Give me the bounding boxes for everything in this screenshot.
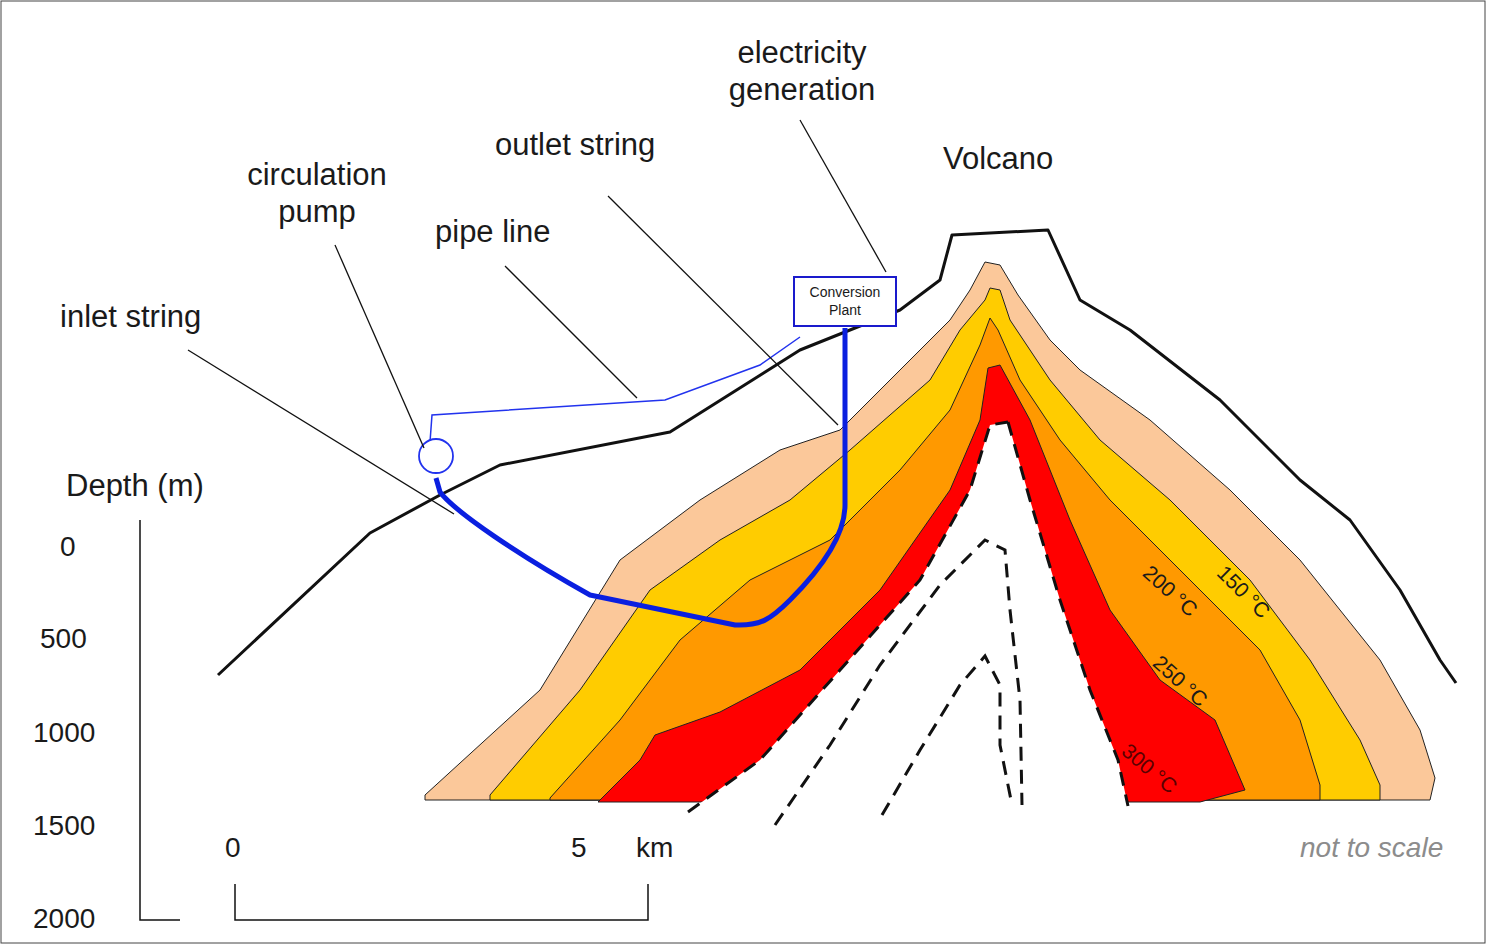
leader-line <box>188 350 454 514</box>
inner-dash <box>882 656 1012 815</box>
core-dash <box>1008 422 1128 806</box>
text-label: 1000 <box>33 716 95 750</box>
inner-dash <box>775 540 1022 825</box>
well-string <box>436 328 845 625</box>
text-label: 5 <box>571 831 587 865</box>
core-dash <box>688 422 1008 812</box>
circulation-pump <box>419 439 453 473</box>
terrain-surface <box>218 230 1456 683</box>
text-label: not to scale <box>1300 831 1443 865</box>
leader-line <box>335 245 424 448</box>
text-label: electricity generation <box>712 34 892 108</box>
depth-axis <box>140 520 180 920</box>
leader-line <box>800 120 886 272</box>
text-label: 0 <box>225 831 241 865</box>
leader-line <box>505 266 637 398</box>
text-label: Volcano <box>943 140 1053 177</box>
box-text: Conversion Plant <box>803 284 887 319</box>
text-label: 1500 <box>33 809 95 843</box>
hot-core <box>688 422 1200 830</box>
pipe-line <box>430 337 800 442</box>
text-label: km <box>636 831 673 865</box>
text-label: inlet string <box>60 298 201 335</box>
text-label: 2000 <box>33 902 95 936</box>
text-label: 500 <box>40 622 87 656</box>
text-label: outlet string <box>495 126 655 163</box>
plant-box: Conversion Plant <box>793 276 897 327</box>
scale-bar <box>235 884 648 920</box>
text-label: pipe line <box>435 213 550 250</box>
text-label: Depth (m) <box>66 467 204 504</box>
text-label: circulation pump <box>226 156 408 230</box>
text-label: 0 <box>60 530 76 564</box>
